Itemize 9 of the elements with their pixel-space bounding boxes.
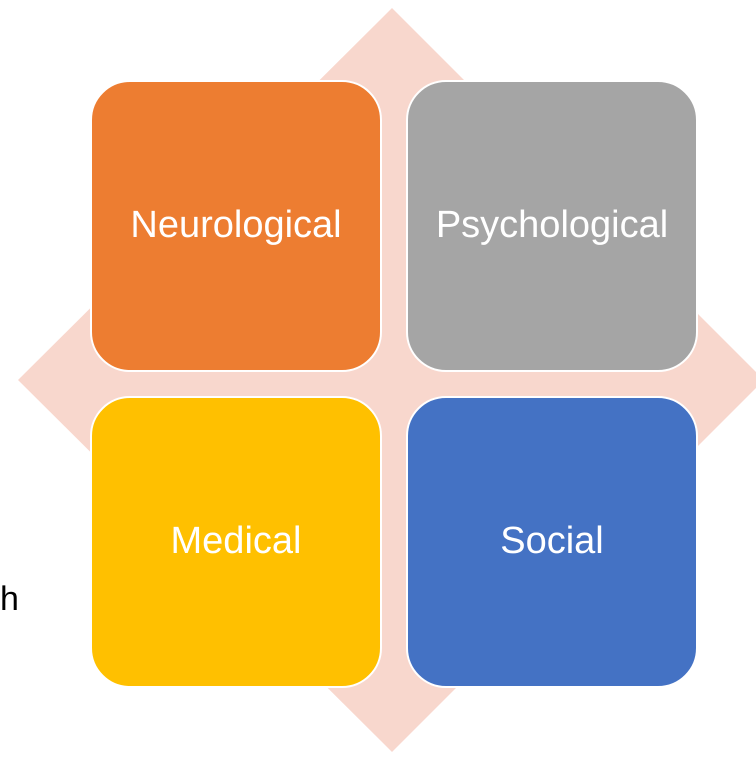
box-label: Psychological (436, 203, 668, 248)
rounded-box (406, 396, 698, 688)
rounded-box (90, 396, 382, 688)
box-label: Social (500, 519, 604, 564)
rounded-box (406, 80, 698, 372)
box-label: Neurological (130, 203, 342, 248)
text-fragment: h (0, 579, 19, 620)
box-label: Medical (170, 519, 302, 564)
rounded-box (90, 80, 382, 372)
